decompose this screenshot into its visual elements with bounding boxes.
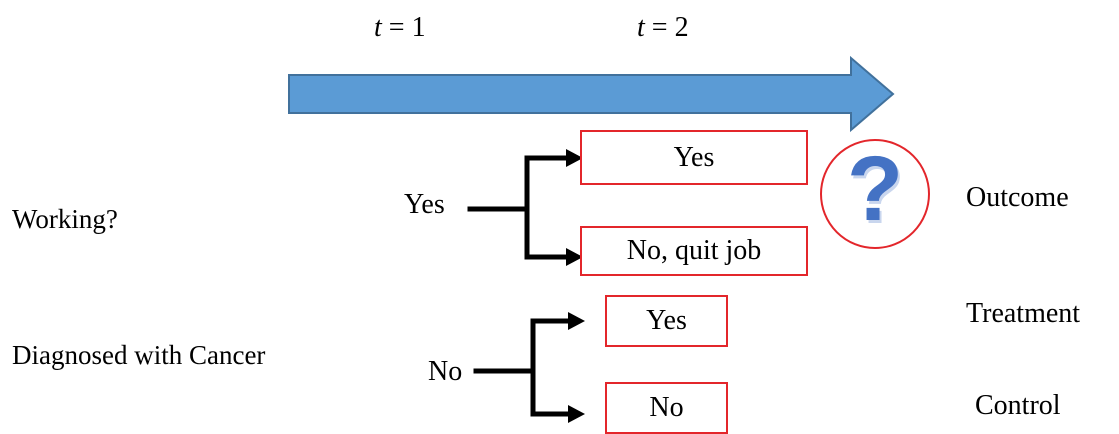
branch-root-no: No — [428, 356, 463, 387]
arrowhead-bottom-no — [568, 405, 585, 423]
top-branch-connector — [467, 155, 571, 260]
box-top-no-quit-job: No, quit job — [580, 226, 808, 276]
time-label-t2: t = 2 — [637, 12, 689, 43]
outcome-label: Outcome — [966, 182, 1069, 213]
arrowhead-top-no — [566, 248, 583, 266]
box-bottom-no: No — [605, 382, 728, 434]
box-bottom-yes: Yes — [605, 295, 728, 347]
box-top-yes: Yes — [580, 130, 808, 185]
control-label: Control — [975, 390, 1061, 421]
timeline-arrow — [288, 55, 895, 133]
diagnosed-label: Diagnosed with Cancer — [12, 340, 266, 370]
branch-root-yes: Yes — [404, 189, 445, 220]
treatment-label: Treatment — [966, 298, 1081, 329]
arrowhead-bottom-yes — [568, 312, 585, 330]
arrowhead-top-yes — [566, 149, 583, 167]
question-mark-icon: ? — [846, 138, 904, 240]
question-circle — [820, 139, 930, 249]
time-label-t1: t = 1 — [374, 12, 426, 43]
working-label: Working? — [12, 204, 118, 234]
bottom-branch-connector — [473, 318, 573, 417]
